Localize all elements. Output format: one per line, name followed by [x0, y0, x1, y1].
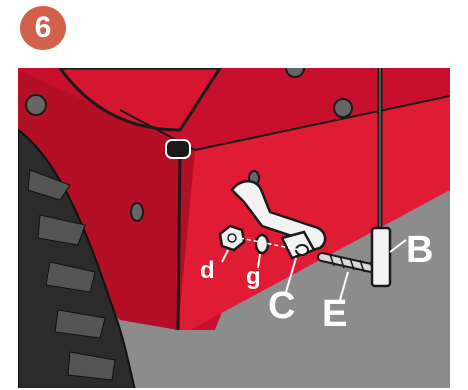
housing-arm	[58, 68, 222, 132]
tire	[18, 128, 136, 388]
step-number-badge: 6	[20, 6, 66, 50]
alignment-line	[239, 237, 301, 251]
callout-e: E	[322, 293, 347, 335]
callout-d: d	[200, 257, 215, 284]
callout-b: B	[406, 229, 433, 271]
step-number: 6	[34, 11, 52, 44]
callout-leader-lines	[221, 239, 407, 301]
callout-g: g	[246, 263, 261, 290]
part-g-washer	[254, 233, 270, 255]
slot-opening	[165, 139, 191, 159]
part-b-ferrule	[370, 226, 392, 288]
callout-c: C	[268, 285, 295, 327]
housing-side-panel	[18, 70, 195, 330]
part-e-eyebolt	[317, 252, 385, 275]
housing-bolt-heads	[25, 68, 353, 222]
